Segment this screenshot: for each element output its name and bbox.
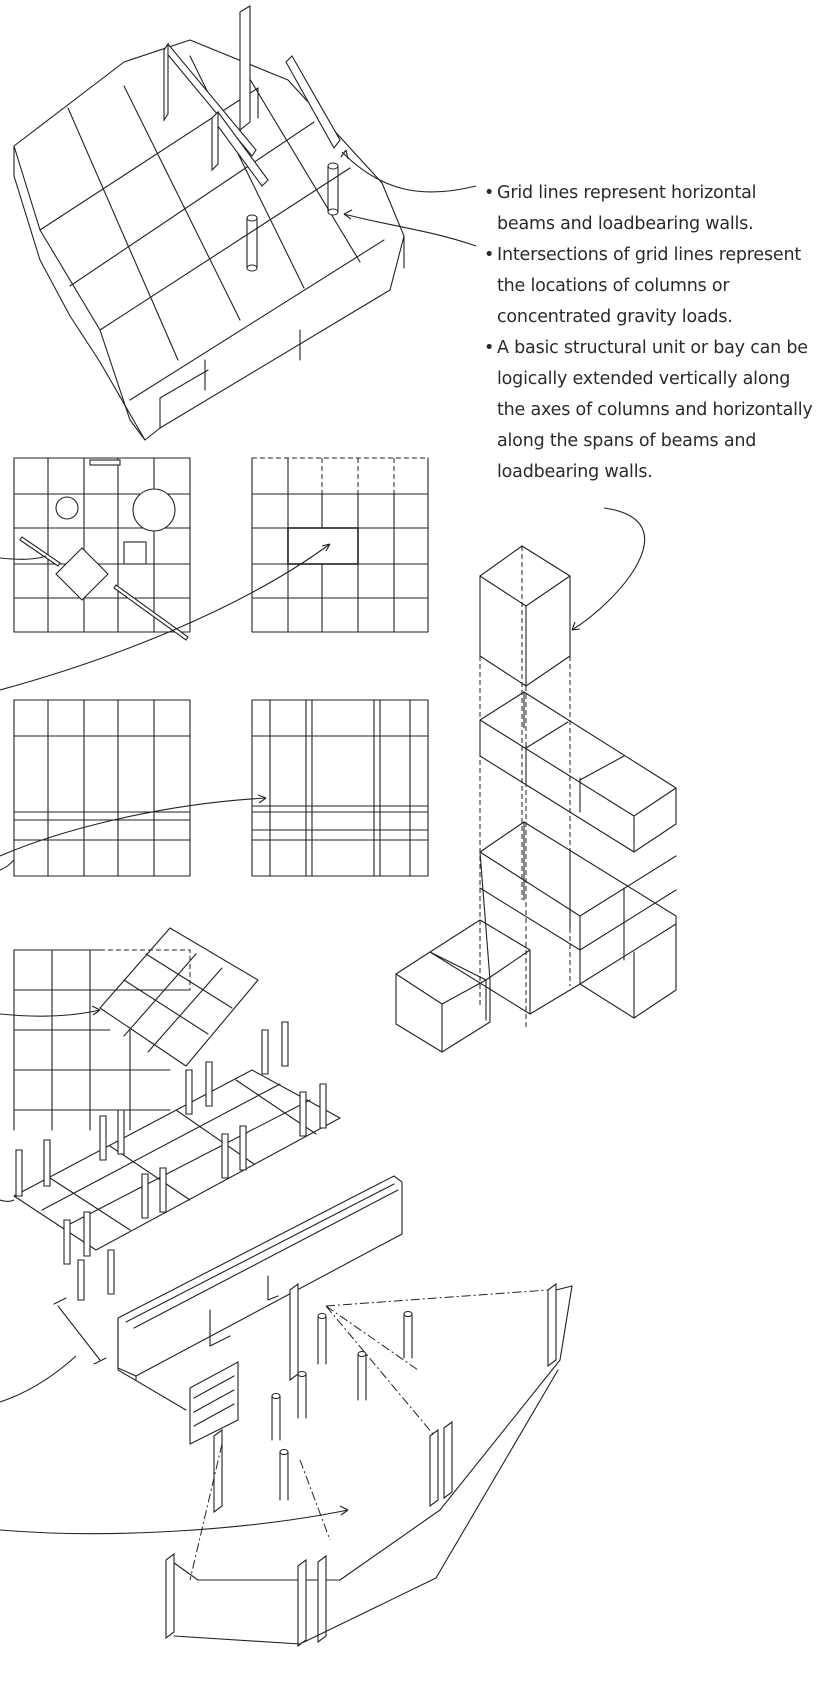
note-grid-lines: • Grid lines represent horizontal beams … bbox=[487, 178, 817, 240]
bullet-marker: • bbox=[484, 333, 494, 364]
plan-grid-tartan bbox=[0, 700, 428, 876]
note-intersections: • Intersections of grid lines represent … bbox=[487, 240, 817, 333]
note-text: Intersections of grid lines represent th… bbox=[497, 245, 801, 327]
note-structural-unit: • A basic structural unit or bay can be … bbox=[487, 333, 817, 488]
annotation-notes: • Grid lines represent horizontal beams … bbox=[487, 178, 817, 488]
rotated-grid bbox=[0, 928, 258, 1130]
plan-grid-bands bbox=[0, 700, 190, 876]
bullet-marker: • bbox=[484, 240, 494, 271]
top-isometric-grid bbox=[14, 6, 476, 440]
plan-grid-shapes bbox=[0, 458, 190, 640]
stacked-bays-isometric bbox=[396, 508, 676, 1052]
note-text: Grid lines represent horizontal beams an… bbox=[497, 183, 756, 234]
note-text: A basic structural unit or bay can be lo… bbox=[497, 338, 813, 482]
bullet-marker: • bbox=[484, 178, 494, 209]
